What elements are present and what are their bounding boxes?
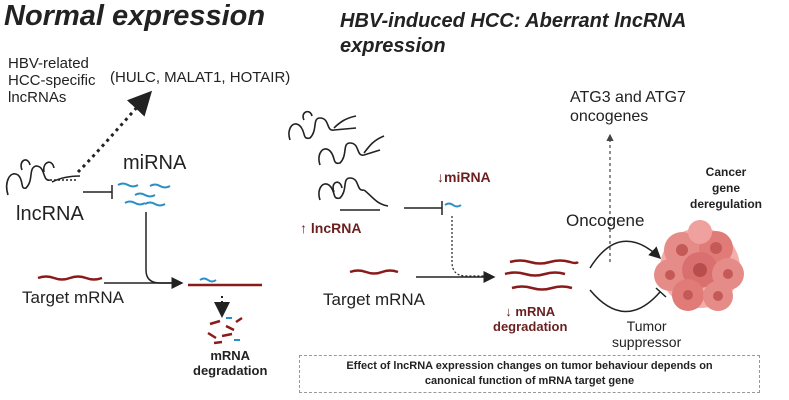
- inhibition-line-right: [404, 201, 443, 215]
- lncrna-structure-left: [5, 159, 81, 196]
- mirna-to-target-line: [145, 212, 184, 289]
- fragment-mirna: [226, 317, 240, 341]
- target-mrna-label-left: Target mRNA: [22, 288, 125, 307]
- oncogene-arrow: [589, 240, 662, 269]
- tumor-cluster: [654, 220, 744, 311]
- mirna-right: [444, 202, 462, 208]
- hbv-related-label: HBV-related HCC-specific lncRNAs: [8, 55, 96, 106]
- atg-oncogenes-label: ATG3 and ATG7 oncogenes: [570, 89, 686, 125]
- lncrna-label-left: lncRNA: [16, 203, 84, 225]
- mirna-dotted-line: [451, 216, 494, 280]
- target-mrna-right: [349, 269, 399, 275]
- cancer-deregulation-label: Cancer gene deregulation: [690, 165, 763, 211]
- target-mrna-left: [37, 275, 103, 281]
- mirna-label-left: miRNA: [123, 152, 187, 174]
- left-title: Normal expression: [4, 0, 266, 32]
- right-title: HBV-induced HCC: Aberrant lncRNA express…: [340, 10, 687, 57]
- effect-note-box: Effect of lncRNA expression changes on t…: [299, 355, 760, 393]
- target-mrna-label-right: Target mRNA: [323, 290, 426, 309]
- lncrna-up-label: ↑ lncRNA: [300, 220, 362, 236]
- mrna-degradation-label-left: mRNA degradation: [193, 348, 268, 378]
- tumor-suppressor-label: Tumor suppressor: [612, 318, 682, 350]
- tumor-suppressor-inhibition: [589, 287, 667, 313]
- bound-mirna: [199, 277, 217, 283]
- mirna-cluster-left: [117, 182, 171, 207]
- mrna-degradation-label-right: ↓ mRNA degradation: [493, 304, 568, 334]
- lncrna-examples: (HULC, MALAT1, HOTAIR): [110, 69, 291, 86]
- mirna-down-label: ↓miRNA: [437, 169, 491, 185]
- lncrna-structures-right: [288, 110, 389, 211]
- oncogene-label: Oncogene: [566, 211, 645, 230]
- mrna-fragments: [207, 316, 243, 345]
- accumulated-mrnas: [504, 259, 579, 291]
- inhibition-line-left: [83, 185, 113, 199]
- upregulation-arrow: [76, 90, 153, 174]
